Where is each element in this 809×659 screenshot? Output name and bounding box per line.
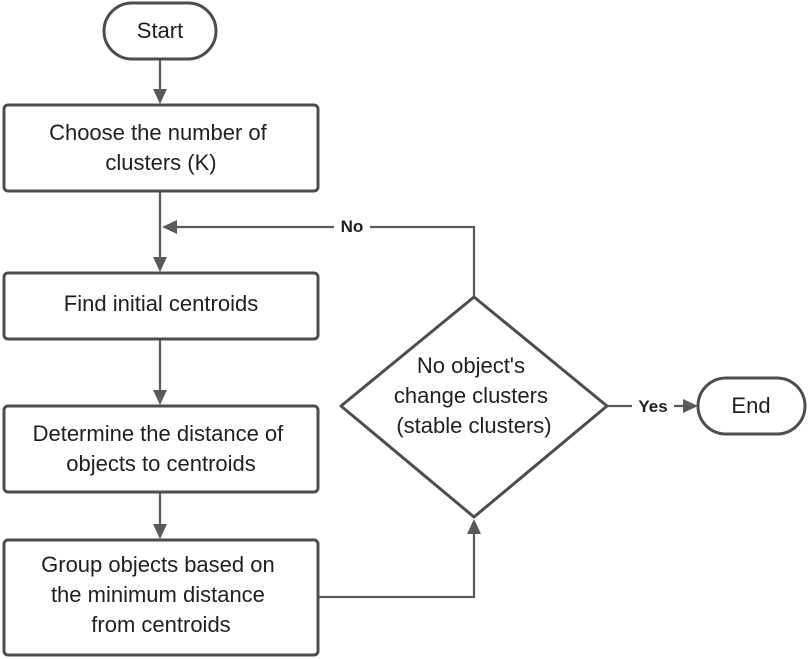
choose-k-process: Choose the number of clusters (K)	[2, 103, 320, 193]
arrowhead-group-objects-to-decision	[467, 519, 481, 534]
determine-distance-label: Determine the distance of objects to cen…	[33, 421, 290, 476]
end-terminal: End	[696, 376, 807, 436]
start-terminal: Start	[102, 1, 218, 61]
arrowhead-determine-distance-to-group-objects	[153, 524, 167, 539]
arrowhead-start-to-choose-k	[153, 89, 167, 104]
decision-label: No object's change clusters (stable clus…	[394, 353, 554, 438]
arrow-group-objects-to-decision	[319, 533, 476, 599]
group-objects-process: Group objects based on the minimum dista…	[2, 538, 320, 657]
yes-label: Yes	[638, 397, 667, 416]
arrowhead-decision-yes-to-end	[683, 399, 698, 413]
arrowhead-decision-no-loop	[162, 220, 177, 234]
end-label: End	[731, 393, 770, 418]
arrowhead-choose-k-to-find-centroids	[153, 257, 167, 272]
edge-labels: No Yes	[334, 214, 674, 417]
arrow-decision-no-loop	[176, 225, 476, 296]
start-label: Start	[137, 18, 183, 43]
determine-distance-process: Determine the distance of objects to cen…	[2, 404, 320, 494]
choose-k-label: Choose the number of clusters (K)	[49, 120, 273, 175]
group-objects-label: Group objects based on the minimum dista…	[41, 552, 281, 637]
no-label: No	[341, 217, 364, 236]
find-centroids-process: Find initial centroids	[2, 271, 320, 341]
find-centroids-label: Find initial centroids	[64, 291, 258, 316]
arrowhead-find-centroids-to-determine-distance	[153, 390, 167, 405]
stable-clusters-decision: No object's change clusters (stable clus…	[339, 295, 609, 519]
